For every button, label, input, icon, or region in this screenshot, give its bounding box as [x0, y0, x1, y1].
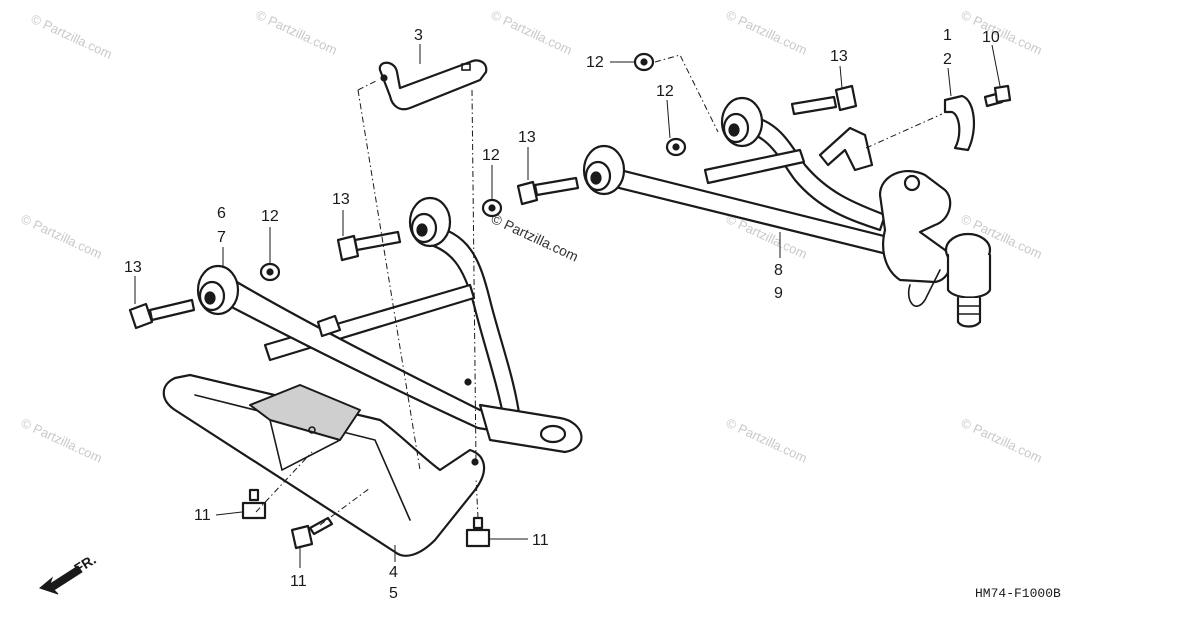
- skid-guard-body: [162, 373, 486, 557]
- lower-arm-knuckle-plate: [478, 403, 583, 454]
- left-fasteners: [128, 176, 580, 550]
- right-fasteners: [633, 52, 858, 157]
- bolt-13-head: [834, 84, 858, 112]
- bolt-11-shank: [248, 488, 260, 502]
- callout-13: 13: [518, 129, 536, 146]
- bracket-3-hole: [380, 74, 388, 82]
- upper-arm-cross-brace: [703, 148, 806, 185]
- lower-arm-front-bushing-bore: [204, 291, 216, 305]
- bolt-11-shank: [308, 516, 334, 536]
- leader-line-13: [839, 65, 843, 89]
- bracket-3: [378, 59, 488, 111]
- callout-12: 12: [261, 208, 279, 225]
- callout-10: 10: [982, 29, 1000, 46]
- bolt-13-shank: [353, 230, 402, 252]
- watermark-text: © Partzilla.com: [489, 7, 575, 58]
- cotter-clip: [907, 269, 941, 307]
- leader-line-10: [991, 44, 1001, 87]
- bolt-13-head: [336, 234, 360, 262]
- skid-guard-recess: [249, 384, 361, 441]
- right-arm-assembly: [582, 84, 1012, 328]
- bolt-11-shank: [472, 516, 484, 530]
- dashed-line-bolt: [319, 487, 371, 526]
- bolt-13-head: [128, 302, 154, 330]
- ball-joint-stud: [956, 296, 982, 328]
- leader-lines: [134, 44, 1001, 568]
- callout-12: 12: [586, 54, 604, 71]
- nut-12-bore: [640, 58, 648, 66]
- callout-2: 2: [943, 51, 952, 68]
- watermark-text: © Partzilla.com: [959, 415, 1045, 466]
- leader-line-12: [666, 99, 671, 139]
- upper-arm-knuckle-housing: [878, 170, 952, 284]
- skid-guard-fold: [269, 419, 341, 472]
- callout-8: 8: [774, 262, 783, 279]
- bracket-3-slot: [461, 63, 471, 71]
- bolt-13-head: [516, 180, 539, 206]
- upper-arm-rear-bushing-bore: [728, 123, 740, 137]
- callout-1: 1: [943, 27, 952, 44]
- front-arrow-icon: [38, 565, 83, 595]
- callout-12: 12: [482, 147, 500, 164]
- skid-guard-inner-edge: [194, 394, 411, 521]
- bolt-13-shank: [790, 95, 838, 116]
- callout-11: 11: [290, 573, 307, 590]
- dashed-line-clamp: [865, 113, 943, 149]
- nut-12-bore: [266, 268, 274, 276]
- nut-12-bore: [488, 204, 496, 212]
- bolt-11-head: [241, 501, 267, 520]
- bolt-13-shank: [148, 298, 196, 322]
- watermark-text: © Partzilla.com: [724, 7, 810, 58]
- callout-12: 12: [656, 83, 674, 100]
- callout-7: 7: [217, 229, 226, 246]
- clamp-1-2: [943, 94, 975, 152]
- callout-6: 6: [217, 205, 226, 222]
- callout-13: 13: [332, 191, 350, 208]
- callout-11: 11: [532, 532, 549, 549]
- leader-line-11: [215, 511, 243, 516]
- watermark-text: © Partzilla.com: [724, 415, 810, 466]
- callout-5: 5: [389, 585, 398, 602]
- upper-arm-knuckle-hole: [903, 174, 921, 192]
- watermark-center-text: © Partzilla.com: [489, 210, 581, 264]
- callout-4: 4: [389, 564, 398, 581]
- callout-3: 3: [414, 27, 423, 44]
- ball-joint-thread: [957, 305, 981, 315]
- skid-guard-hole: [471, 458, 479, 466]
- watermark-text: © Partzilla.com: [959, 7, 1045, 58]
- callout-9: 9: [774, 285, 783, 302]
- callout-13: 13: [124, 259, 142, 276]
- bolt-10-head: [993, 84, 1012, 104]
- nut-12-bore: [672, 143, 680, 151]
- lower-arm-knuckle-hole: [539, 424, 567, 444]
- ball-joint-body: [946, 253, 992, 299]
- callouts: 3 6 7 12 13 13 12 13 12 12 13 1 2 10 8 9…: [124, 27, 1000, 602]
- bolt-13-shank: [533, 176, 580, 197]
- watermark-text: © Partzilla.com: [19, 415, 105, 466]
- watermark-text: © Partzilla.com: [254, 7, 340, 58]
- watermark-text: © Partzilla.com: [19, 211, 105, 262]
- front-direction-indicator: FR.: [38, 551, 99, 595]
- dashed-line-bolt: [255, 451, 313, 513]
- arm-mount-hole: [464, 378, 472, 386]
- hose-bracket: [818, 126, 874, 172]
- lower-arm-rear-bushing-bore: [416, 223, 428, 237]
- watermark-text: © Partzilla.com: [29, 11, 115, 62]
- dashed-line-nut: [654, 54, 719, 133]
- skid-guard-mark: [308, 426, 316, 434]
- lower-arm-tab: [316, 314, 342, 338]
- callout-11: 11: [194, 507, 211, 524]
- bolt-11-head: [290, 524, 314, 550]
- callout-13: 13: [830, 48, 848, 65]
- dashed-line-bracket: [357, 79, 421, 471]
- leader-line-1-2: [947, 67, 952, 97]
- upper-arm-front-bushing-bore: [590, 171, 602, 185]
- bolt-11-head: [465, 528, 491, 548]
- diagram-code: HM74-F1000B: [975, 586, 1061, 601]
